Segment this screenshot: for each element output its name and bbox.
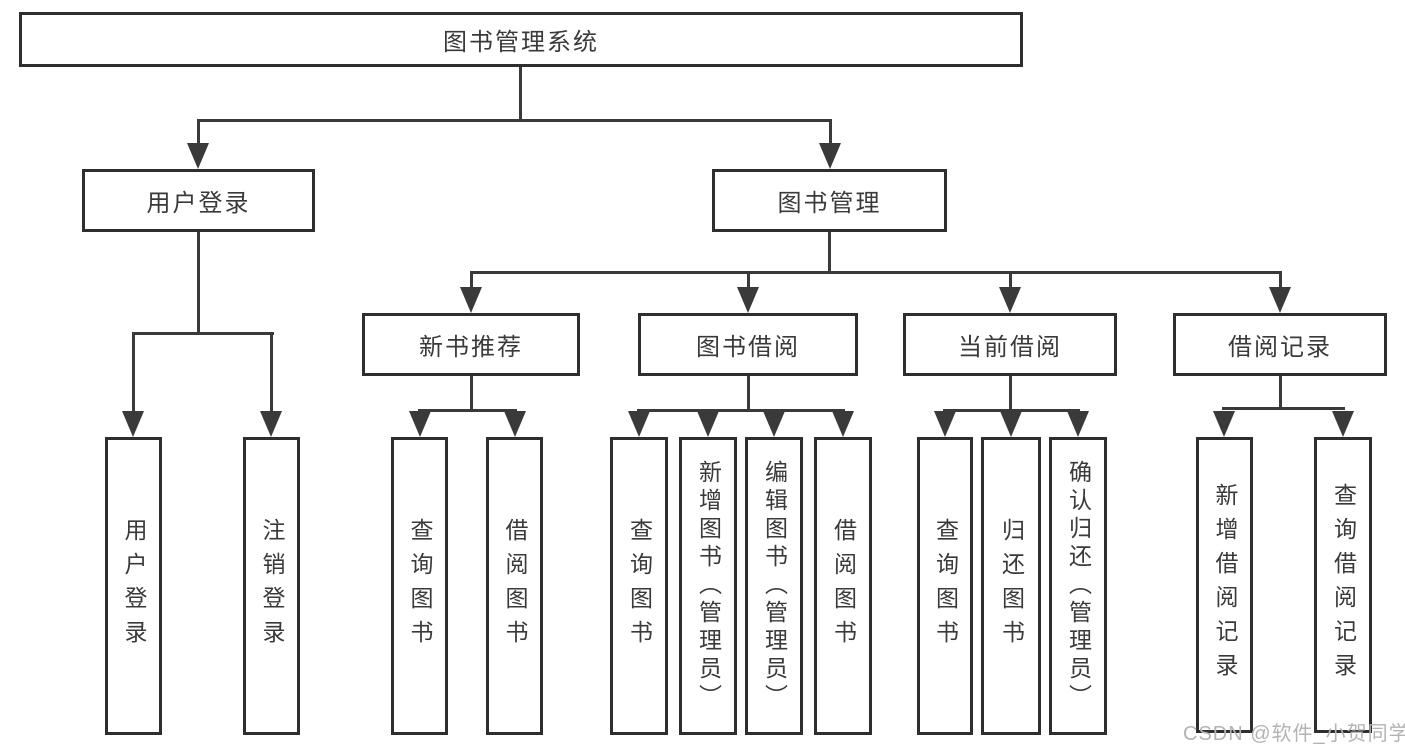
node-br-query-borrow-record: 查询借阅记录 (1314, 437, 1372, 733)
csdn-watermark: CSDN @软件_小贺同学 (1183, 723, 1405, 745)
node-bb-borrow-books: 借阅图书 (814, 437, 872, 735)
connector-stem (470, 271, 473, 289)
connector-stem (270, 332, 273, 412)
connector-stem (829, 119, 832, 145)
node-br-add-borrow-record: 新增借阅记录 (1196, 437, 1253, 733)
node-new-book-recommendation: 新书推荐 (362, 313, 580, 376)
arrow-head (1067, 411, 1089, 437)
connector-bookmgmt-vline (828, 232, 831, 274)
connector-cb-vline (1009, 376, 1012, 412)
connector-bb-vline (747, 376, 750, 412)
arrow-head (819, 143, 841, 169)
node-cb-query-books: 查询图书 (917, 437, 973, 735)
connector-nbr-hline (418, 409, 517, 412)
node-borrowing-records: 借阅记录 (1173, 313, 1387, 376)
node-bb-query-books: 查询图书 (610, 437, 668, 735)
arrow-head (1213, 411, 1235, 437)
arrow-head (504, 411, 526, 437)
arrow-head (122, 411, 144, 437)
connector-nbr-vline (470, 376, 473, 412)
node-logout: 注销登录 (243, 437, 300, 735)
arrow-head (737, 287, 759, 313)
connector-root-vline (519, 67, 522, 122)
arrow-head (409, 411, 431, 437)
connector-br-hline (1222, 407, 1345, 410)
arrow-head (1000, 411, 1022, 437)
connector-cb-hline (943, 409, 1080, 412)
connector-stem (747, 271, 750, 289)
node-bb-edit-books-admin: 编辑图书（管理员） (745, 437, 803, 735)
connector-stem (132, 332, 135, 412)
connector-root-hline (197, 119, 832, 122)
connector-bookmgmt-hline (470, 271, 1281, 274)
node-user-login: 用户登录 (82, 169, 315, 232)
arrow-head (832, 411, 854, 437)
arrow-head (460, 287, 482, 313)
connector-userlogin-hline (132, 332, 274, 335)
connector-userlogin-vline (197, 232, 200, 335)
connector-br-vline (1279, 376, 1282, 410)
arrow-head (1332, 411, 1354, 437)
connector-stem (1009, 271, 1012, 289)
arrow-head (697, 411, 719, 437)
arrow-head (999, 287, 1021, 313)
connector-stem (197, 119, 200, 145)
node-bb-add-books-admin: 新增图书（管理员） (679, 437, 737, 735)
node-user-login-sub: 用户登录 (105, 437, 162, 735)
node-cb-return-books: 归还图书 (981, 437, 1041, 735)
arrow-head (1269, 287, 1291, 313)
node-nbr-query-books: 查询图书 (391, 437, 448, 735)
arrow-head (763, 411, 785, 437)
connector-bb-hline (637, 409, 845, 412)
node-book-management: 图书管理 (712, 169, 947, 232)
connector-stem (1279, 271, 1282, 289)
arrow-head (260, 411, 282, 437)
node-current-borrowing: 当前借阅 (903, 313, 1117, 376)
node-book-borrowing: 图书借阅 (638, 313, 858, 376)
arrow-head (187, 143, 209, 169)
arrow-head (628, 411, 650, 437)
node-library-management-system: 图书管理系统 (19, 12, 1023, 67)
node-cb-confirm-return-admin: 确认归还（管理员） (1049, 437, 1107, 735)
node-nbr-borrow-books: 借阅图书 (486, 437, 543, 735)
arrow-head (934, 411, 956, 437)
